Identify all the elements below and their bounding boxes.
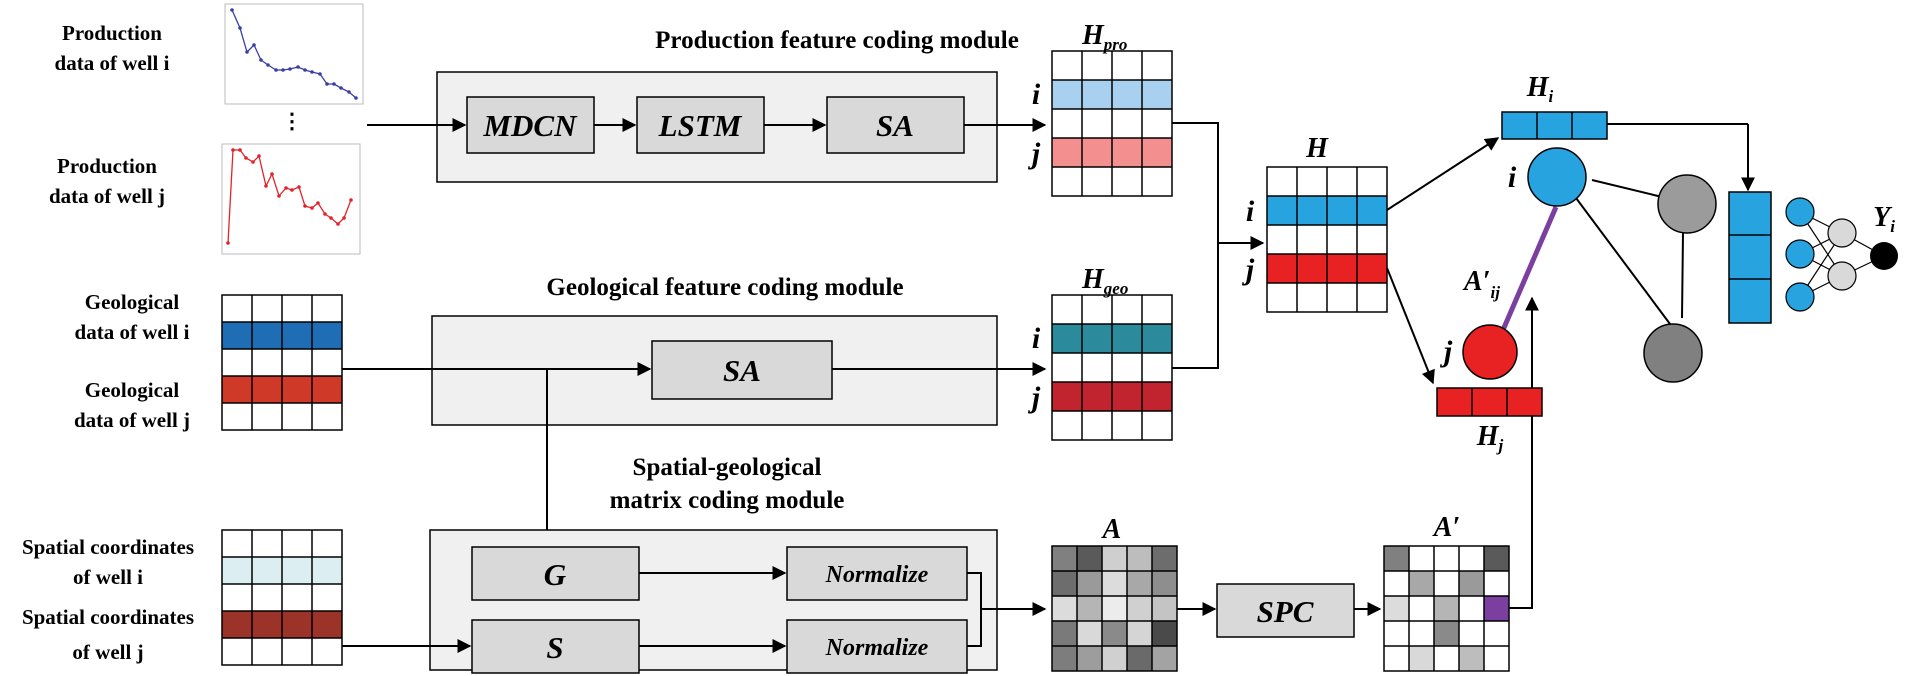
graph-node-i-label: i (1508, 161, 1517, 194)
svg-text:LSTM: LSTM (658, 108, 743, 143)
line-hgeo-to-h (1172, 243, 1219, 369)
mlp-input-node-3 (1785, 282, 1815, 312)
svg-text:data of well i: data of well i (75, 320, 190, 344)
production-plot-well-i (224, 3, 364, 105)
svg-text:Normalize: Normalize (825, 562, 929, 588)
arrow-h-to-hj (1386, 267, 1435, 385)
arrow-h-to-hi (1386, 137, 1500, 211)
a-matrix (1051, 545, 1178, 672)
normalize-s-block: Normalize (786, 619, 968, 674)
production-plot-well-j (221, 143, 361, 255)
output-y-i-label: Yi (1873, 202, 1895, 236)
edge-a-ij (1497, 206, 1559, 338)
h-geo-row-j-label: j (1028, 381, 1041, 414)
h-row-i-label: i (1246, 195, 1255, 228)
line-hpro-to-h (1172, 122, 1219, 243)
graph-node-j-label: j (1440, 335, 1453, 368)
sa-production-block: SA (826, 96, 965, 154)
graph-node-gray-1 (1657, 174, 1717, 234)
spc-block: SPC (1216, 583, 1355, 638)
h-geo-label: Hgeo (1081, 264, 1128, 298)
svg-text:Spatial coordinates: Spatial coordinates (22, 605, 194, 629)
concatenated-vector (1728, 191, 1772, 324)
geological-input-table (221, 294, 343, 431)
h-pro-label: Hpro (1081, 20, 1127, 54)
lstm-block: LSTM (636, 96, 765, 154)
geological-data-well-i-label: Geological data of well i (75, 290, 190, 344)
svg-text:of well i: of well i (73, 565, 143, 589)
svg-text:G: G (544, 557, 567, 592)
svg-text:data of well j: data of well j (49, 184, 165, 208)
a-matrix-label: A (1101, 514, 1122, 545)
spatial-coordinates-well-j-label: Spatial coordinates of well j (22, 605, 194, 664)
svg-text:S: S (546, 630, 563, 665)
svg-text:SA: SA (723, 353, 761, 388)
a-prime-label: A′ (1432, 512, 1461, 543)
graph-node-j (1462, 324, 1518, 380)
mlp-hidden-node-1 (1827, 218, 1857, 248)
edge-a-ij-label: A′ij (1462, 266, 1500, 302)
spatial-input-table (221, 529, 343, 666)
normalize-g-block: Normalize (786, 546, 968, 601)
geological-module-title: Geological feature coding module (546, 274, 903, 301)
production-data-well-i-label: Production data of well i (55, 21, 170, 75)
spatial-module-title: Spatial-geological matrix coding module (610, 454, 845, 514)
production-data-well-j-label: Production data of well j (49, 154, 165, 208)
mlp-output-node (1870, 242, 1898, 270)
h-j-vector (1436, 387, 1543, 417)
h-j-label: Hj (1476, 421, 1504, 455)
geological-data-well-j-label: Geological data of well j (74, 378, 190, 432)
svg-text:matrix coding module: matrix coding module (610, 487, 845, 514)
svg-text:Geological: Geological (85, 290, 180, 314)
svg-text:Normalize: Normalize (825, 635, 929, 661)
svg-text:of well j: of well j (72, 640, 143, 664)
h-row-j-label: j (1242, 253, 1255, 286)
h-pro-matrix (1051, 50, 1173, 197)
svg-text:SA: SA (876, 108, 914, 143)
production-module-title: Production feature coding module (655, 27, 1019, 54)
svg-text:Production: Production (62, 21, 162, 45)
svg-text:Spatial coordinates: Spatial coordinates (22, 535, 194, 559)
h-matrix-label: H (1305, 133, 1329, 164)
svg-text:Spatial-geological: Spatial-geological (633, 454, 822, 481)
h-pro-row-j-label: j (1028, 137, 1041, 170)
svg-text:Production: Production (57, 154, 157, 178)
spatial-coordinates-well-i-label: Spatial coordinates of well i (22, 535, 194, 589)
svg-text:data of well i: data of well i (55, 51, 170, 75)
svg-text:Geological: Geological (85, 378, 180, 402)
mlp-input-node-2 (1785, 239, 1815, 269)
h-i-label: Hi (1526, 72, 1554, 106)
sa-geological-block: SA (651, 340, 833, 400)
h-pro-row-i-label: i (1032, 78, 1041, 111)
h-i-vector (1501, 111, 1608, 140)
graph-node-i (1527, 147, 1587, 207)
svg-text:MDCN: MDCN (482, 108, 578, 143)
mdcn-block: MDCN (466, 96, 595, 154)
graph-node-gray-2 (1643, 323, 1703, 383)
vertical-ellipsis: ⋮ (282, 109, 303, 133)
svg-text:SPC: SPC (1257, 594, 1314, 629)
h-geo-row-i-label: i (1032, 322, 1041, 355)
s-block: S (471, 619, 640, 674)
h-geo-matrix (1051, 294, 1173, 441)
mlp-hidden-node-2 (1827, 261, 1857, 291)
g-block: G (471, 546, 640, 601)
h-matrix (1266, 166, 1388, 313)
a-prime-matrix (1383, 545, 1510, 672)
svg-text:data of well j: data of well j (74, 408, 190, 432)
mlp-input-node-1 (1785, 197, 1815, 227)
